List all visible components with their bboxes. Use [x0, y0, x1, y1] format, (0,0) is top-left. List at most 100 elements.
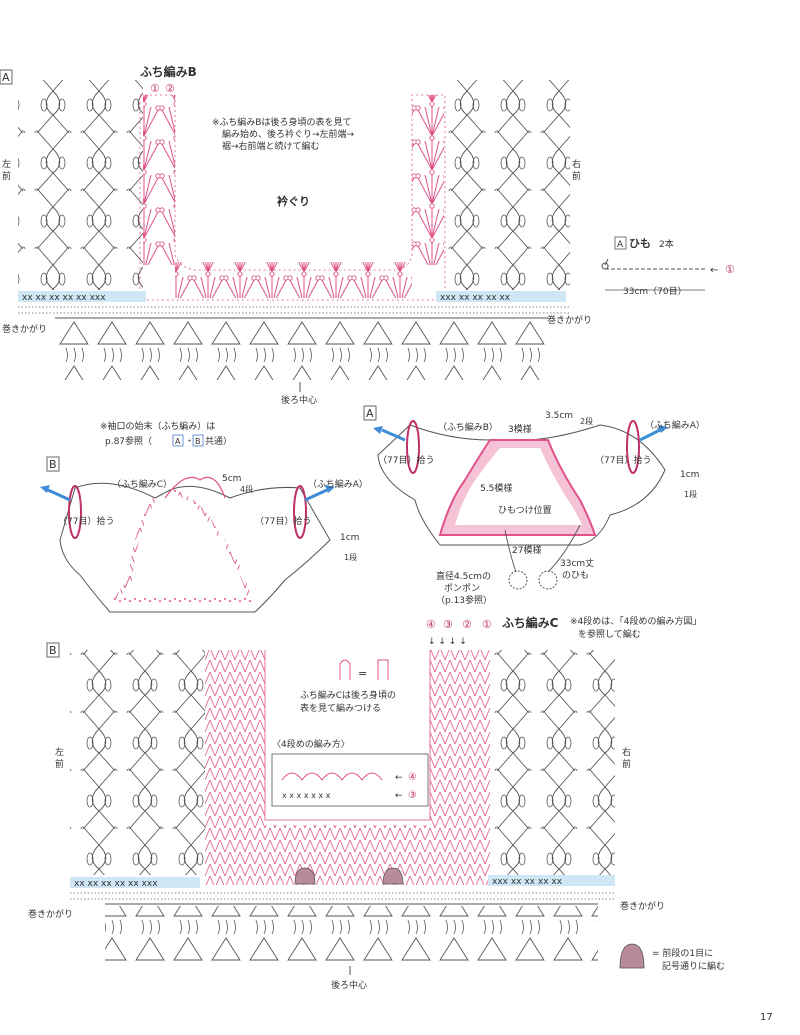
b-edge-a-label: （ふち編みA）: [308, 478, 368, 490]
b-left-front-1: 左: [55, 746, 64, 758]
c-instruction-2: 表を見て編みつける: [300, 702, 381, 714]
b-whip-left: 巻きかがり: [28, 908, 73, 920]
left-front-2: 前: [2, 170, 11, 182]
pompom-right: [538, 570, 558, 590]
legend-2: 記号通りに編む: [662, 960, 725, 972]
inset-box: [271, 753, 429, 807]
a-cuff-rows: 1段: [684, 489, 697, 499]
b-pick-right: （77目）拾う: [255, 515, 311, 527]
sleeve-note-b: B: [195, 437, 201, 446]
right-front-stitches: [445, 80, 570, 290]
b-cuff-rows: 1段: [344, 552, 357, 562]
whip-left-label: 巻きかがり: [2, 323, 47, 335]
tie-2: のひも: [562, 570, 589, 581]
c-cluster-markers: [294, 867, 404, 885]
b-right-front-2: 前: [622, 758, 631, 770]
a-cuff-right: [626, 420, 640, 474]
c-marker-3: ③: [443, 618, 453, 631]
a-cuff-size: 1cm: [680, 470, 699, 480]
b-center-back: 後ろ中心: [331, 979, 367, 991]
edge-b-note-2: 編み始め、後ろ衿ぐり→左前端→: [222, 128, 355, 140]
a-b-rows: 2段: [580, 416, 593, 426]
b-small-garment: B （ふち編みC） （ふち編みA） 5cm 4段 （77目）拾う （77目）拾う…: [40, 456, 368, 613]
band-right-text: xxx xx xx xx xx: [440, 293, 511, 303]
left-front-1: 左: [2, 158, 11, 170]
a-edge-a-label: （ふち編みA）: [645, 419, 705, 431]
a-edge-b-label: （ふち編みB）: [438, 421, 498, 433]
a-ties: [504, 524, 581, 573]
row-marker-1: ①: [150, 82, 160, 95]
a-small-garment: A （ふち編みB） （ふち編みA） 3.5cm 2段 3模様 5.5模様 （77…: [363, 405, 705, 606]
b-right-front-stitches: [490, 650, 615, 875]
string-letter: A: [617, 240, 624, 250]
right-front-1: 右: [572, 158, 581, 170]
section-b-letter: B: [49, 644, 57, 657]
center-back-label: 後ろ中心: [281, 394, 317, 406]
b-band-right: [488, 875, 615, 886]
edge-b-bottom-fans: [175, 262, 412, 298]
whip-right-label: 巻きかがり: [547, 314, 592, 326]
sleeve-note-1: ※袖口の始末（ふち編み）は: [100, 420, 215, 432]
section-b-diagram: B ふち編みC ④ ③ ② ① ↓ ↓ ↓ ↓ ※4段めは、「4段めの編み方図」…: [28, 615, 725, 991]
b-pick-left: （77目）拾う: [58, 515, 114, 527]
edge-b-note-3: 裾→右前端と続けて編む: [222, 140, 320, 152]
a-cuff-left: [406, 420, 420, 474]
a-pick-right: （77目）拾う: [595, 454, 651, 466]
inset-marker-3: ③: [408, 790, 417, 801]
b-back-stitches: [105, 906, 598, 964]
edge-b-note-1: ※ふち編みBは後ろ身頃の表を見て: [212, 116, 351, 128]
inset-title: 〈4段めの編み方〉: [272, 738, 350, 750]
b-whip-right: 巻きかがり: [620, 900, 665, 912]
edge-c-label: ふち編みC: [502, 615, 559, 630]
left-front-stitches: [18, 80, 143, 290]
b-collar-ruffle: [164, 476, 226, 499]
inset-row3: x x x x x x x: [282, 791, 331, 800]
band-right: [436, 291, 566, 302]
pompom-1: 直径4.5cmの: [436, 570, 491, 582]
page-number: 17: [760, 1012, 773, 1023]
right-front-2: 前: [572, 170, 581, 182]
section-a-letter: A: [2, 71, 10, 84]
pompom-3: （p.13参照）: [436, 594, 492, 606]
tie-1: 33cm丈: [560, 558, 594, 569]
edge-b-left-fans: [143, 95, 175, 265]
c-edge-left: [205, 650, 265, 825]
section-a-diagram: A ふち編みB ① ② ※ふち編みBは後ろ身頃の表を見て 編み始め、後ろ衿ぐり→…: [0, 64, 592, 406]
sleeve-note-a: A: [175, 437, 181, 446]
pompom-2: ポンポン: [444, 583, 480, 594]
b-c-rows: 4段: [240, 484, 253, 494]
legend-symbol: [619, 943, 645, 969]
sleeve-note-2: p.87参照（: [105, 435, 152, 447]
back-stitches: [55, 320, 548, 380]
b-band-right-text: xxx xx xx xx xx: [492, 877, 563, 887]
b-left-front-stitches: [70, 650, 205, 875]
string-arrow: ←: [710, 265, 718, 276]
string-end: [601, 258, 609, 270]
pompom-left: [508, 570, 528, 590]
b-cuff-right: [293, 485, 307, 539]
svg-text:←: ←: [395, 791, 403, 801]
legend-1: = 前段の1目に: [652, 947, 713, 959]
svg-text:←: ←: [395, 773, 403, 783]
a-tie-position: ひもつけ位置: [498, 504, 552, 516]
b-c-size: 5cm: [222, 474, 241, 484]
b-edge-c-label: （ふち編みC）: [112, 478, 172, 490]
string-diagram: A ひも 2本 ← ① 33cm（70目）: [601, 236, 735, 297]
a-arrow-left: [381, 428, 406, 442]
string-marker: ①: [725, 263, 735, 276]
c-instruction-1: ふち編みCは後ろ身頃の: [300, 689, 396, 701]
sleeve-note-dot: ・: [185, 437, 194, 447]
inset-marker-4: ④: [408, 772, 417, 783]
string-length: 33cm（70目）: [623, 286, 687, 297]
c-edge-right: [430, 650, 490, 825]
b-small-letter: B: [49, 458, 57, 471]
section-a-box: [0, 69, 13, 85]
band-left-text: xx xx xx xx xx xxx: [22, 293, 106, 303]
b-arrow-left: [47, 488, 71, 502]
collar-label: 衿ぐり: [277, 194, 310, 208]
c-edge-bottom: [205, 825, 490, 885]
b-right-front-1: 右: [622, 746, 631, 758]
a-pick-left: （77目）拾う: [378, 454, 434, 466]
edge-b-label: ふち編みB: [140, 64, 197, 79]
symbol-equiv: [339, 659, 389, 680]
